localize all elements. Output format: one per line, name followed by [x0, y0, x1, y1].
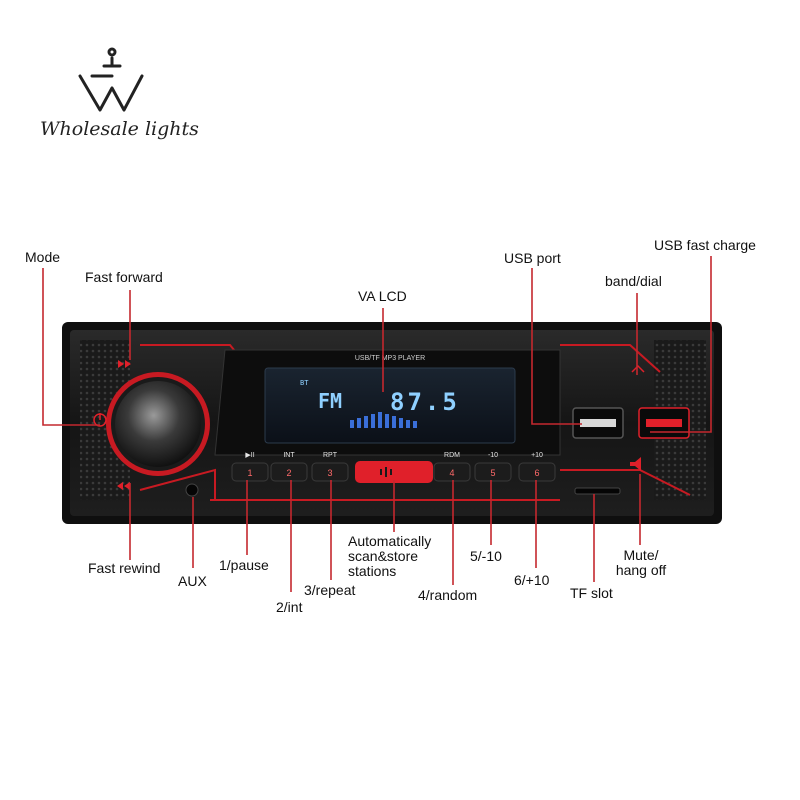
callout-lines — [42, 256, 712, 592]
tag-int: INT — [283, 452, 295, 459]
tag-minus10: -10 — [488, 452, 498, 459]
label-va-lcd: VA LCD — [358, 288, 407, 304]
mode-power-icon[interactable] — [93, 413, 107, 427]
label-band-dial: band/dial — [605, 273, 662, 289]
tf-slot[interactable] — [574, 487, 621, 495]
mute-icon[interactable] — [630, 457, 641, 471]
lcd-spectrum — [350, 412, 417, 428]
preset-button-5[interactable]: 5 — [474, 462, 512, 482]
label-random: 4/random — [418, 587, 478, 603]
preset-number: 1 — [247, 468, 252, 478]
label-auto-scan: Automatically scan&store stations — [348, 533, 432, 579]
preset-number: 6 — [534, 468, 539, 478]
usb-port[interactable] — [572, 407, 624, 439]
band-dial-icon[interactable] — [631, 364, 645, 373]
tag-play: ▶II — [245, 452, 254, 459]
label-tf-slot: TF slot — [570, 585, 613, 601]
label-plus10: 6/+10 — [514, 572, 550, 588]
preset-number: 4 — [449, 468, 454, 478]
auto-scan-button[interactable] — [355, 461, 433, 483]
volume-knob[interactable] — [106, 372, 210, 476]
label-pause: 1/pause — [219, 557, 269, 573]
preset-button-4[interactable]: 4 — [433, 462, 471, 482]
preset-button-6[interactable]: 6 — [518, 462, 556, 482]
fast-forward-icon[interactable] — [118, 360, 131, 368]
preset-number: 3 — [327, 468, 332, 478]
aux-port[interactable] — [185, 483, 199, 497]
preset-number: 2 — [286, 468, 291, 478]
button-tags: ▶II INT RPT RDM -10 +10 — [245, 452, 543, 459]
label-repeat: 3/repeat — [304, 582, 356, 598]
screen-header: USB/TF MP3 PLAYER — [355, 355, 425, 362]
preset-number: 5 — [490, 468, 495, 478]
label-int: 2/int — [276, 599, 303, 615]
label-fast-rewind: Fast rewind — [88, 560, 161, 576]
brand-name: Wholesale lights — [40, 118, 199, 140]
lcd-band: FM — [318, 389, 342, 413]
label-usb-port: USB port — [504, 250, 561, 266]
label-usb-fast-charge: USB fast charge — [654, 237, 756, 253]
lcd-indicator: BT — [300, 379, 309, 387]
label-mode: Mode — [25, 249, 61, 265]
label-fast-forward: Fast forward — [85, 269, 163, 285]
usb-fast-charge-port[interactable] — [638, 407, 690, 439]
fast-rewind-icon[interactable] — [117, 482, 130, 490]
label-aux: AUX — [178, 573, 207, 589]
preset-button-3[interactable]: 3 — [311, 462, 349, 482]
tag-plus10: +10 — [531, 452, 543, 459]
tag-rpt: RPT — [323, 452, 338, 459]
lcd-frequency: 87.5 — [390, 388, 460, 416]
preset-button-2[interactable]: 2 — [270, 462, 308, 482]
label-mute: Mute/ hang off — [615, 547, 667, 578]
label-minus10: 5/-10 — [470, 548, 502, 564]
tag-rdm: RDM — [444, 452, 460, 459]
preset-button-1[interactable]: 1 — [231, 462, 269, 482]
display-panel: USB/TF MP3 PLAYER BT FM 87.5 — [214, 349, 561, 456]
